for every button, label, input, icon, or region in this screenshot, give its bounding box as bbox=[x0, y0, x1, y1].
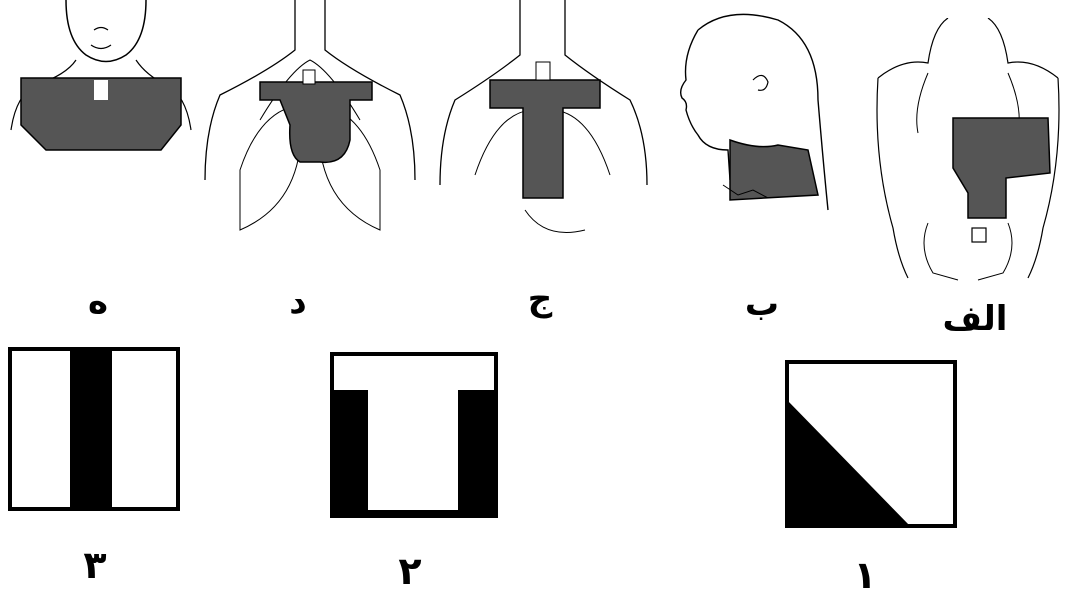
figure-he-neck-field bbox=[6, 0, 196, 170]
label-he: ه bbox=[78, 285, 118, 319]
figure-dal-mediastinum bbox=[200, 0, 420, 260]
figure-jim-t-field bbox=[435, 0, 655, 260]
number-3: ۳ bbox=[75, 546, 115, 584]
figure-alef-abdomen bbox=[858, 18, 1078, 283]
number-1: ۱ bbox=[845, 556, 885, 594]
symbol-3-vertical-bar bbox=[8, 347, 180, 511]
number-2: ۲ bbox=[390, 552, 430, 590]
figure-be-lateral-neck bbox=[668, 10, 843, 220]
symbol-2-t-notch bbox=[330, 352, 498, 518]
label-alef: الف bbox=[930, 302, 1020, 336]
label-jim: ج bbox=[515, 282, 565, 316]
label-dal: د bbox=[278, 285, 318, 319]
symbol-1-triangle bbox=[785, 360, 957, 528]
label-be: ب bbox=[742, 287, 782, 321]
